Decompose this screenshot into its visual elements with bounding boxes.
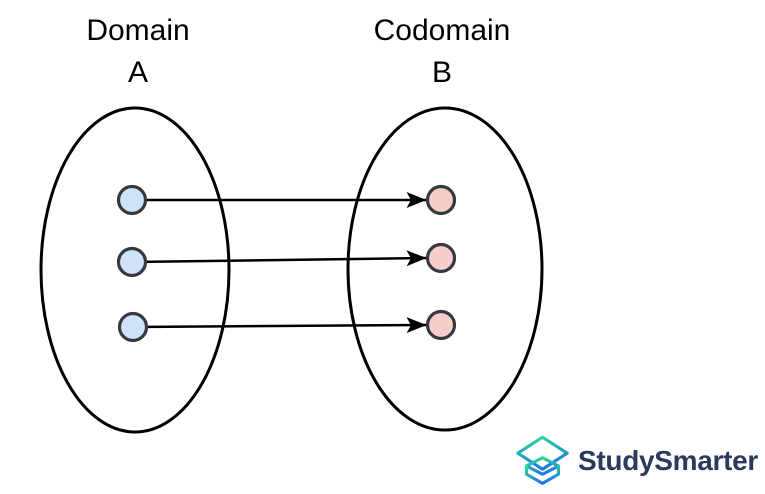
domain-dots <box>116 184 149 343</box>
domain-element-dot <box>116 184 148 216</box>
domain-label-name: Domain <box>86 14 190 47</box>
codomain-label-name: Codomain <box>373 14 511 47</box>
domain-ellipse <box>39 106 231 434</box>
mapping-arrows <box>131 192 427 334</box>
codomain-element-dot <box>425 242 457 274</box>
codomain-element-dot <box>425 184 457 216</box>
codomain-label-set: B <box>431 56 452 89</box>
studysmarter-box-icon <box>516 435 569 485</box>
domain-label: Domain A <box>28 10 248 94</box>
studysmarter-logo-text: StudySmarter <box>578 444 759 476</box>
domain-element-dot <box>117 311 149 343</box>
mapping-arrow <box>132 317 427 334</box>
codomain-label: Codomain B <box>332 10 552 94</box>
codomain-element-dot <box>425 309 457 341</box>
mapping-arrow <box>131 250 427 267</box>
codomain-ellipse <box>346 106 544 432</box>
studysmarter-logo: StudySmarter <box>514 434 758 487</box>
codomain-dots <box>425 184 457 341</box>
domain-element-dot <box>116 246 148 278</box>
domain-label-set: A <box>127 56 148 89</box>
